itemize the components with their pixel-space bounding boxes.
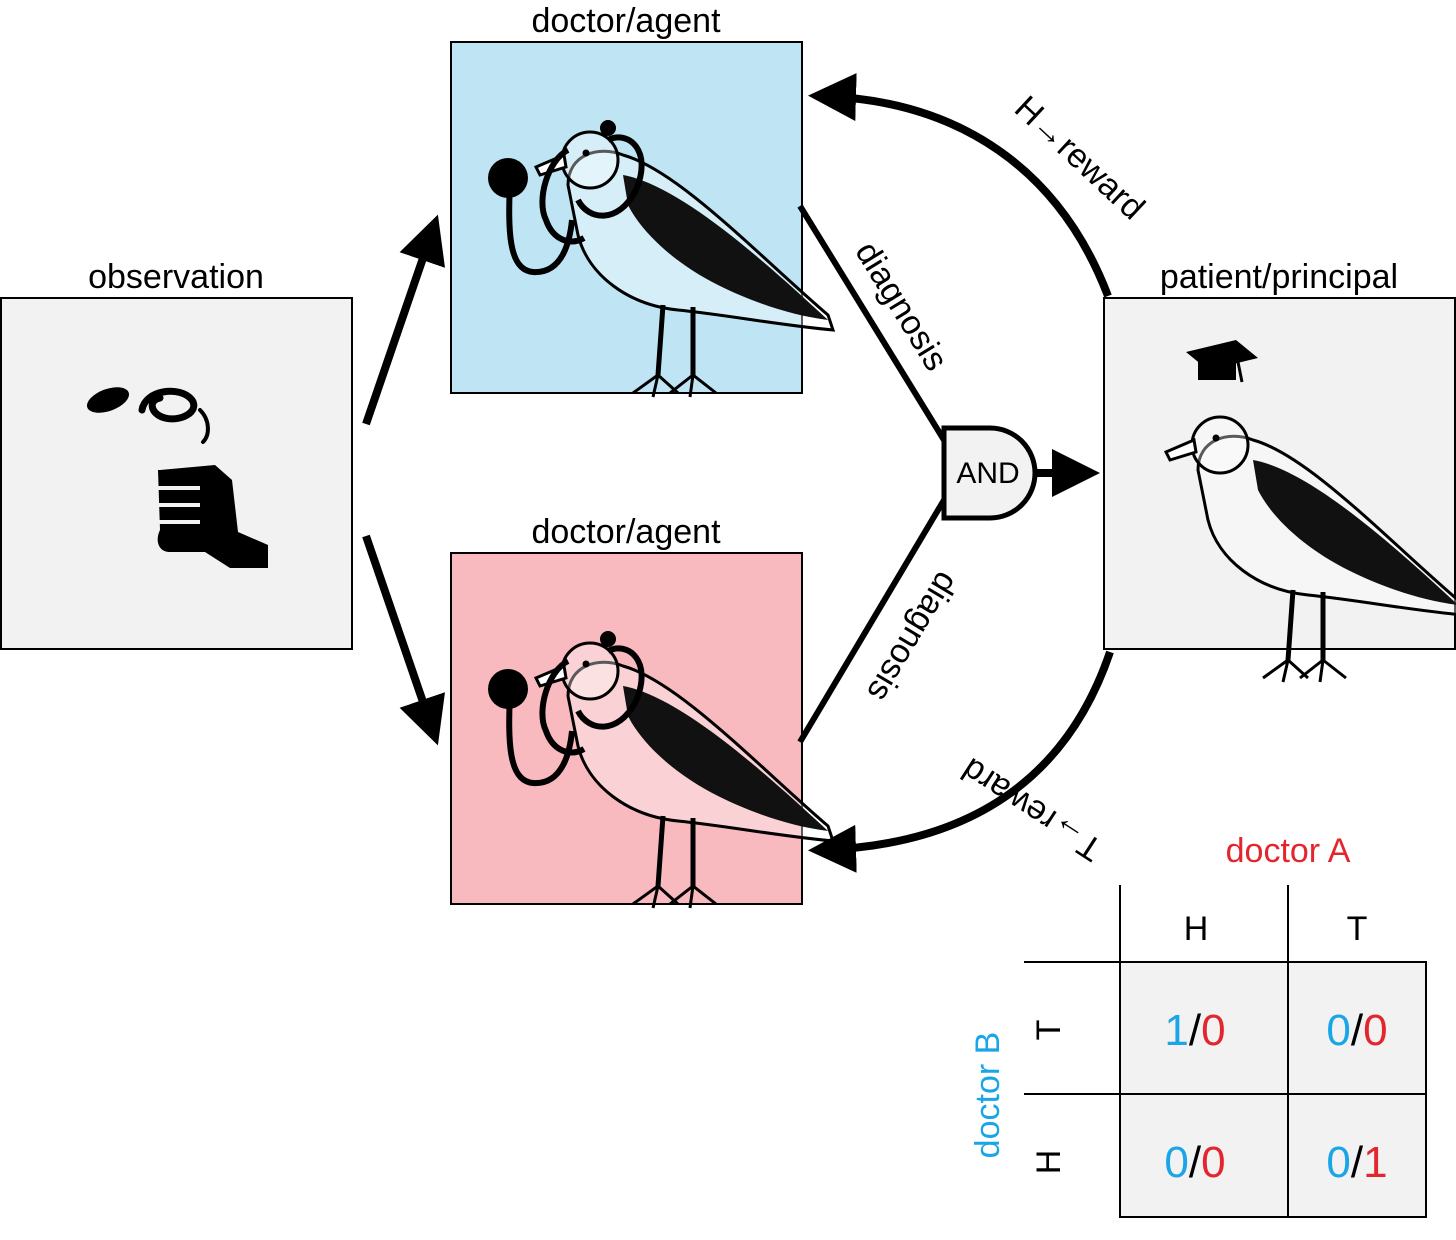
doctor-agent-bottom-node: doctor/agent bbox=[450, 513, 833, 908]
observation-to-doctor-top-arrow bbox=[362, 214, 446, 426]
column-header-h: H bbox=[1184, 910, 1209, 948]
hand-flipping-coin-icon bbox=[86, 387, 268, 568]
row-header-h: H bbox=[1030, 1150, 1068, 1175]
observation-node: observation bbox=[0, 258, 353, 650]
observation-label: observation bbox=[88, 258, 264, 296]
payoff-cell-t-t: 0/0 bbox=[1326, 1006, 1387, 1055]
bird-with-stethoscope-icon bbox=[488, 631, 833, 908]
diagnosis-bottom-label: diagnosis bbox=[859, 565, 965, 708]
doctor-a-label: doctor A bbox=[1226, 832, 1351, 870]
doctor-agent-top-node: doctor/agent bbox=[450, 2, 833, 397]
patient-principal-node: patient/principal bbox=[1103, 258, 1456, 682]
and-gate: AND bbox=[941, 425, 1038, 521]
doctor-b-label: doctor B bbox=[969, 1032, 1007, 1159]
payoff-cells-background bbox=[1119, 961, 1427, 1218]
payoff-cell-h-t: 0/1 bbox=[1326, 1138, 1387, 1187]
doctor-top-label: doctor/agent bbox=[531, 2, 721, 40]
doctor-bottom-label: doctor/agent bbox=[531, 513, 721, 551]
payoff-matrix: doctor A doctor B H T T H 1/0 0/0 0/0 0/… bbox=[969, 832, 1427, 1218]
patient-label: patient/principal bbox=[1160, 258, 1398, 296]
row-header-t: T bbox=[1030, 1020, 1068, 1041]
column-header-t: T bbox=[1347, 910, 1368, 948]
bird-with-graduation-cap-icon bbox=[1166, 340, 1456, 682]
payoff-cell-h-h: 0/0 bbox=[1164, 1138, 1225, 1187]
bird-with-stethoscope-icon bbox=[488, 120, 833, 397]
diagnosis-bottom-edge: diagnosis bbox=[797, 498, 966, 744]
observation-to-doctor-bottom-arrow bbox=[362, 534, 446, 746]
reward-top-label: H→reward bbox=[1007, 89, 1152, 228]
and-gate-label: AND bbox=[956, 457, 1019, 490]
payoff-cell-t-h: 1/0 bbox=[1164, 1006, 1225, 1055]
